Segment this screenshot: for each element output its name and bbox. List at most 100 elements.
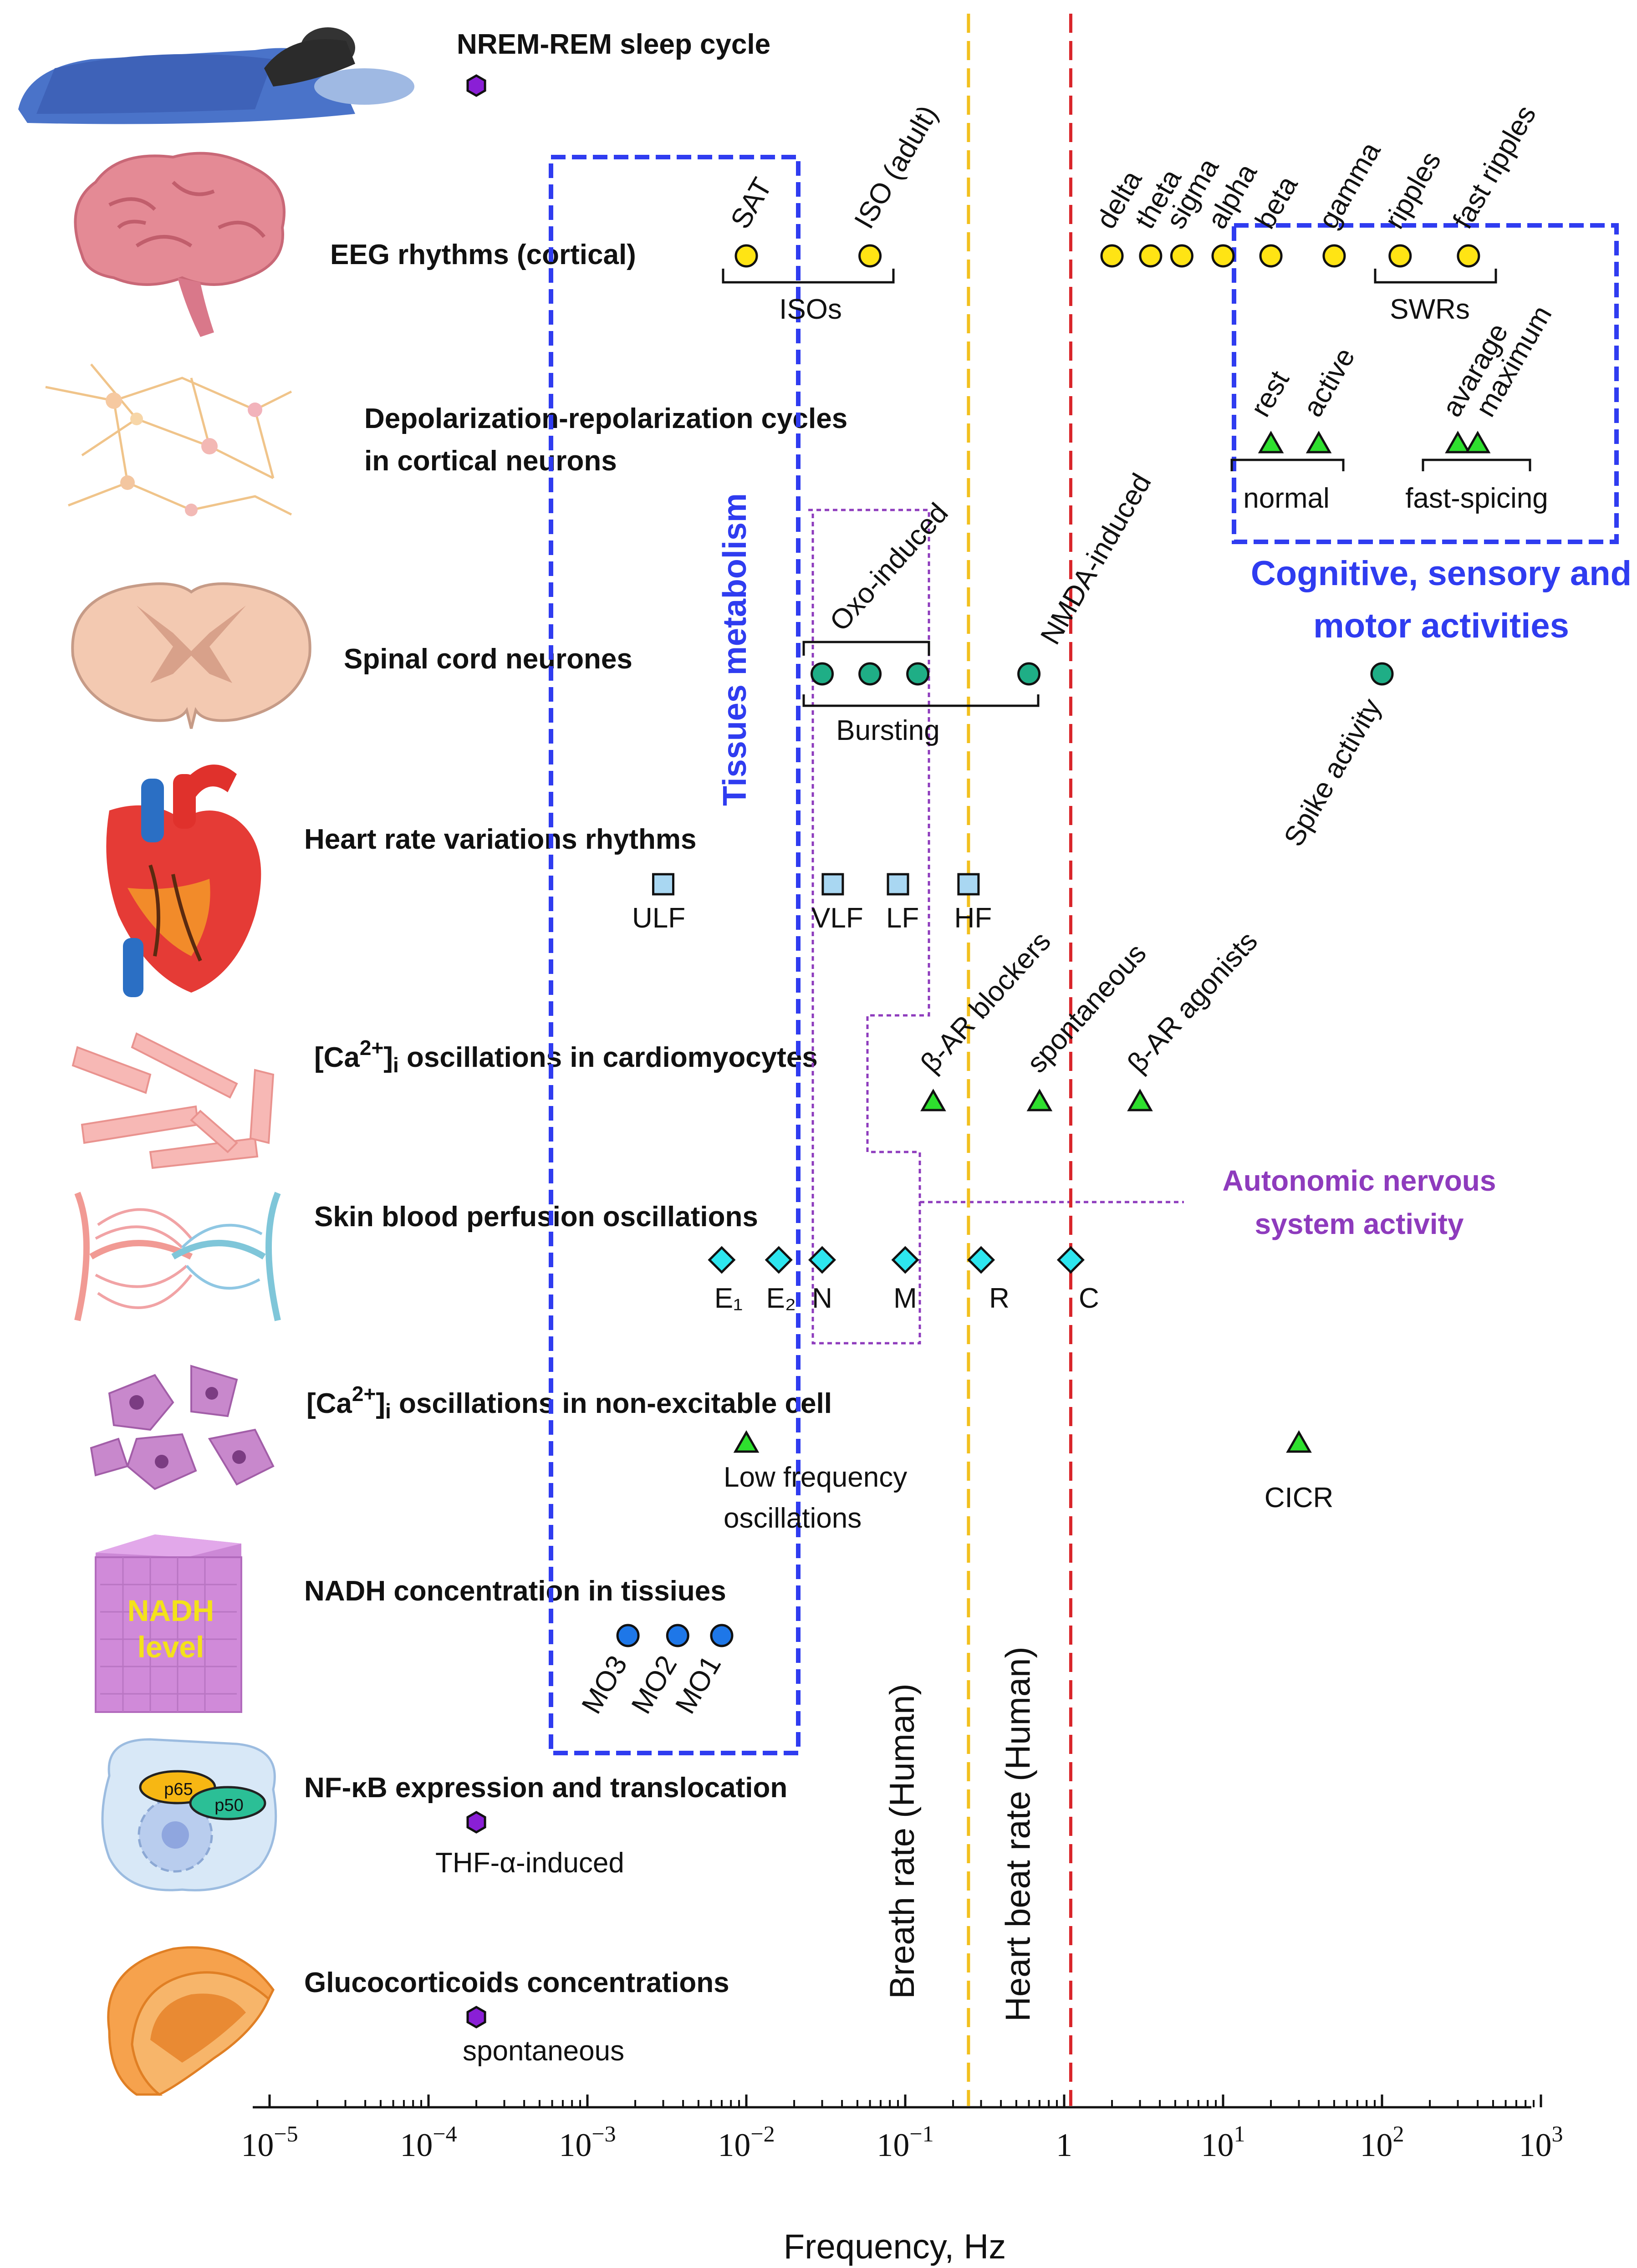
triangle-marker [1306,430,1332,454]
point-label: rest [1244,366,1295,422]
swrs-bracket-line [1374,269,1497,284]
tick-label: 10−3 [559,2121,616,2163]
triangle-marker [1464,430,1491,454]
cognitive-region [1232,223,1619,544]
point-label: VLF [811,902,863,934]
diamond-marker [808,1246,836,1274]
point-label: N [812,1283,832,1314]
point-label: MO1 [669,1651,727,1719]
bursting-bracket-line [802,694,1040,707]
row-label-gluco: Glucocorticoids concentrations [304,1967,729,1998]
point-label: active [1297,342,1361,422]
circle-marker [1370,662,1394,686]
circle-marker [710,1624,734,1647]
oxo-bracket-line [802,641,930,656]
fast-spicing-label: fast-spicing [1405,483,1548,514]
tick-label: 1 [1056,2127,1072,2163]
row-label-depol: Depolarization-repolarization cycles [364,403,847,434]
circle-marker [811,662,834,686]
circle-marker [1457,244,1480,268]
sleeping-person-icon [18,27,414,124]
point-label: ULF [632,902,685,934]
row-label-depol-2: in cortical neurons [364,445,617,477]
point-label: β-AR agonists [1122,926,1264,1079]
autonomic-region [808,509,930,1345]
cells-icon [90,1365,275,1490]
point-label: Low frequency [724,1462,907,1493]
point-label: R [989,1283,1010,1314]
blood-vessels-icon [74,1192,281,1321]
spinal-cord-icon [71,582,311,729]
cube-text-nadh: NADH [127,1594,214,1627]
square-marker [821,873,844,896]
breath-rate-label: Breath rate (Human) [883,1683,922,1999]
row-label-nonexc: [Ca2+]i oscillations in non-excitable ce… [306,1382,832,1423]
square-marker [652,873,675,896]
point-label: fast ripples [1447,100,1542,234]
circle-marker [1170,244,1193,268]
autonomic-label-2: system activity [1255,1208,1464,1240]
circle-marker [1139,244,1163,268]
diamond-marker [708,1246,736,1274]
cognitive-label-1: Cognitive, sensory and [1251,554,1632,593]
triangle-marker [1026,1088,1053,1111]
circle-marker [858,662,882,686]
tick-label: 102 [1360,2121,1404,2163]
square-marker [887,873,909,896]
point-label: E₂ [766,1283,796,1314]
circle-marker [734,244,758,268]
cognitive-label-2: motor activities [1313,606,1569,645]
triangle-marker [1445,430,1471,454]
row-label-heart: Heart rate variations rhythms [304,824,696,855]
heart-icon [106,764,261,997]
isos-bracket-line [722,269,895,284]
cube-text-level: level [138,1630,204,1664]
bursting-label: Bursting [836,715,939,746]
cell-nucleus-icon: p65 p50 [101,1738,277,1891]
point-label: Spike activity [1278,693,1387,852]
autonomic-label-1: Autonomic nervous [1223,1164,1496,1197]
point-label: CICR [1265,1482,1334,1514]
row-labels: NREM-REM sleep cycle EEG rhythms (cortic… [304,29,847,1998]
circle-marker [1388,244,1412,268]
brackets [722,269,1531,707]
point-label: THF-α-induced [435,1847,624,1879]
point-label: LF [886,902,919,934]
row-label-skin: Skin blood perfusion oscillations [314,1201,758,1233]
row-label-spinal: Spinal cord neurones [344,643,632,675]
point-label: MO2 [625,1651,683,1719]
diamond-marker [765,1246,793,1274]
isos-label: ISOs [779,294,842,325]
row-label-sleep: NREM-REM sleep cycle [457,29,770,60]
row-label-cardio: [Ca2+]i oscillations in cardiomyocytes [314,1036,818,1077]
hexagon-marker [466,2006,486,2028]
tick-label: 10−2 [718,2121,775,2163]
tick-label: 101 [1201,2121,1245,2163]
triangle-marker [1127,1088,1153,1111]
point-label: spontaneous [463,2035,624,2067]
tick-label: 10−4 [400,2121,457,2163]
circle-marker [1100,244,1124,268]
point-label: ripples [1378,146,1447,234]
point-label: SAT [724,173,778,234]
point-label: HF [954,902,992,934]
circle-marker [1017,662,1041,686]
circle-marker [616,1624,640,1647]
row-label-nfkb: NF-κB expression and translocation [304,1772,787,1804]
adrenal-gland-icon [107,1946,275,2096]
point-label: M [893,1283,917,1314]
triangle-marker [920,1088,946,1111]
tissue-cube-icon: NADH level [95,1534,242,1713]
hexagon-marker [466,74,486,97]
triangle-marker [1258,430,1284,454]
heart-beat-label: Heart beat rate (Human) [999,1646,1037,2022]
data-markers [466,74,1491,2028]
diamond-marker [1056,1246,1085,1274]
row-label-nadh: NADH concentration in tissiues [304,1575,726,1607]
circle-marker [906,662,930,686]
x-axis-label: Frequency, Hz [784,2227,1006,2266]
point-label: oscillations [724,1503,862,1534]
triangle-marker [1286,1430,1312,1453]
diamond-marker [967,1246,995,1274]
